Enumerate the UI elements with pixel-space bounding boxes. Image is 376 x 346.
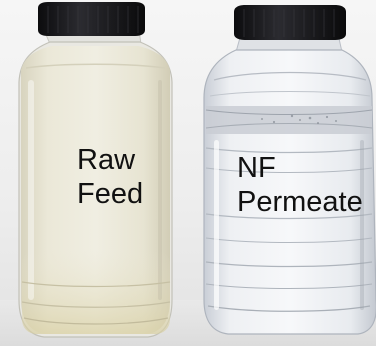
nf-permeate-label: NF Permeate xyxy=(237,151,363,219)
nf-permeate-label-line-2: Permeate xyxy=(237,186,363,218)
raw-feed-label-line-1: Raw xyxy=(77,144,136,176)
raw-feed-label: Raw Feed xyxy=(77,143,143,211)
raw-feed-label-line-2: Feed xyxy=(77,178,144,210)
nf-permeate-label-line-1: NF xyxy=(237,152,276,184)
nf-permeate-bottle xyxy=(203,5,376,335)
raw-feed-bottle xyxy=(18,2,173,338)
